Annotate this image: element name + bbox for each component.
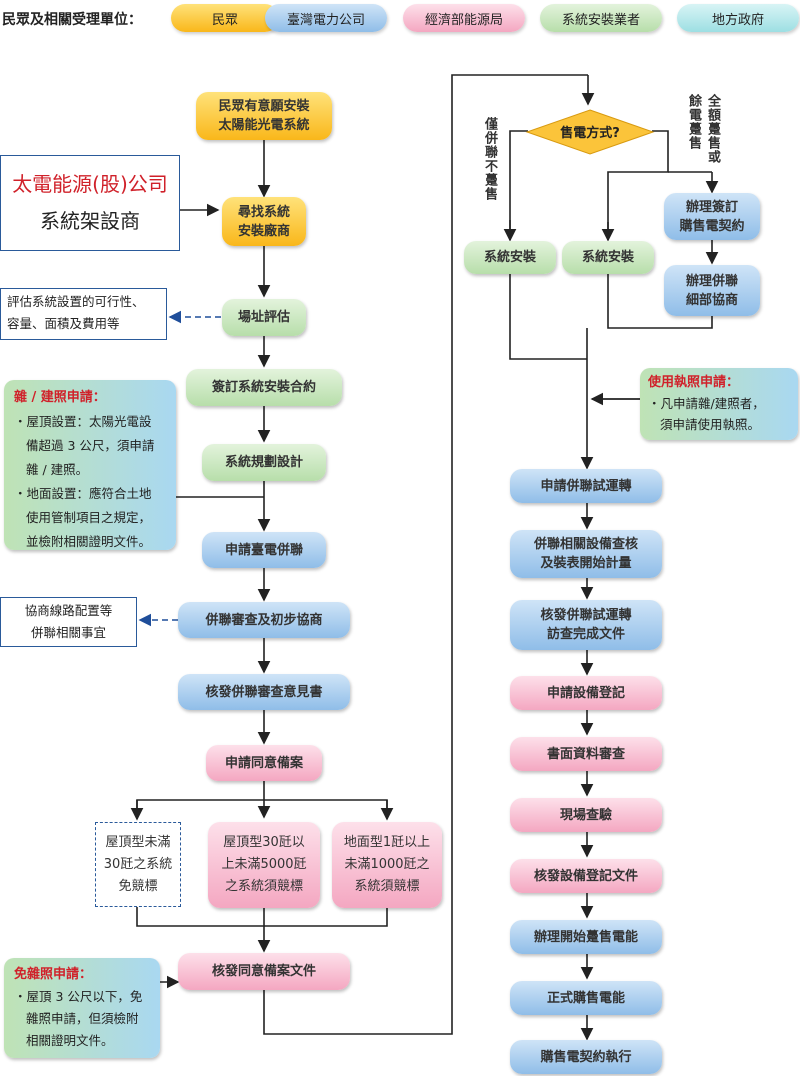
node-find-installer: 尋找系統安裝廠商 [222, 197, 306, 246]
note-usage-permit: 使用執照申請： ・凡申請雜/建照者， 須申請使用執照。 [640, 368, 798, 440]
legend-title: 民眾及相關受理單位： [2, 12, 142, 28]
label-sell-line1: 全額躉售或 [705, 94, 720, 164]
decision-diamond [525, 109, 655, 155]
node-registration-document: 核發設備登記文件 [510, 859, 662, 893]
node-review-opinion: 核發併聯審查意見書 [178, 674, 350, 710]
legend-installer: 系統安裝業者 [540, 4, 662, 32]
node-equipment-check: 併聯相關設備查核及裝表開始計量 [510, 530, 662, 578]
node-trial-document: 核發併聯試運轉訪查完成文件 [510, 600, 662, 650]
branch-ground: 地面型1瓩以上未滿1000瓩之系統須競標 [332, 822, 442, 908]
label-sell-line2: 餘電躉售 [686, 94, 701, 150]
node-sign-purchase: 辦理簽訂購售電契約 [664, 193, 760, 240]
node-filing-document: 核發同意備案文件 [178, 953, 350, 990]
note-negotiate: 協商線路配置等 併聯相關事宜 [0, 597, 137, 647]
node-grid-detail: 辦理併聯細部協商 [664, 265, 760, 316]
note-evaluate: 評估系統設置的可行性、 容量、面積及費用等 [0, 288, 167, 340]
node-install-a: 系統安裝 [464, 241, 556, 274]
node-site-inspection: 現場查驗 [510, 798, 662, 832]
branch-rooftop-over-30: 屋頂型30瓩以上未滿5000瓩之系統須競標 [208, 822, 320, 908]
node-contract-execution: 購售電契約執行 [510, 1040, 662, 1074]
node-formal-trade: 正式購售電能 [510, 981, 662, 1015]
legend-public: 民眾 [171, 4, 279, 32]
note-building-permit: 雜 / 建照申請： ・屋頂設置：太陽光電設 備超過 3 公尺，須申請 雜 / 建… [4, 380, 176, 550]
legend-taipower: 臺灣電力公司 [265, 4, 387, 32]
node-apply-registration: 申請設備登記 [510, 676, 662, 710]
label-grid-only: 僅併聯不躉售 [482, 117, 497, 201]
node-document-review: 書面資料審查 [510, 737, 662, 771]
node-apply-trial: 申請併聯試運轉 [510, 469, 662, 503]
node-system-design: 系統規劃設計 [202, 444, 326, 481]
node-site-evaluation: 場址評估 [222, 299, 306, 336]
company-name: 太電能源(股)公司 [12, 172, 168, 196]
node-intent: 民眾有意願安裝太陽能光電系統 [196, 92, 332, 140]
company-box: 太電能源(股)公司 系統架設商 [0, 155, 180, 251]
company-role: 系統架設商 [40, 209, 140, 233]
node-apply-filing: 申請同意備案 [206, 745, 322, 781]
node-install-b: 系統安裝 [562, 241, 654, 274]
node-sign-contract: 簽訂系統安裝合約 [186, 369, 342, 406]
node-start-selling: 辦理開始躉售電能 [510, 920, 662, 954]
node-grid-review: 併聯審查及初步協商 [178, 602, 350, 638]
node-apply-grid: 申請臺電併聯 [202, 532, 326, 568]
legend-local-gov: 地方政府 [677, 4, 799, 32]
legend-energy-bureau: 經濟部能源局 [403, 4, 525, 32]
note-exempt-permit: 免雜照申請： ・屋頂 3 公尺以下，免 雜照申請，但須檢附 相關證明文件。 [4, 958, 160, 1058]
decision-label: 售電方式? [560, 126, 620, 141]
